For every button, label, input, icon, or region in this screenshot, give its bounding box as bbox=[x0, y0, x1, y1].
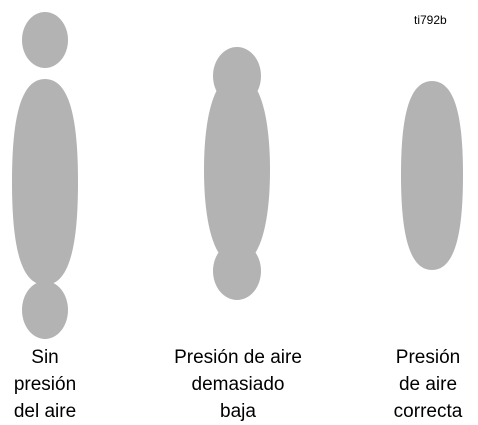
spray-pattern-pressure-too-low bbox=[204, 47, 270, 300]
caption-line: Presión de aire bbox=[174, 347, 302, 368]
pattern-bottom-lobe bbox=[213, 242, 261, 300]
caption-pressure-too-low: Presión de aire demasiado baja bbox=[145, 344, 331, 425]
caption-line: del aire bbox=[13, 401, 77, 422]
pattern-top-blob bbox=[22, 12, 68, 68]
caption-line: Sin bbox=[31, 347, 59, 368]
caption-line: de aire bbox=[398, 374, 458, 395]
caption-line: demasiado bbox=[191, 374, 285, 395]
caption-line: presión bbox=[13, 374, 77, 395]
pattern-bottom-blob bbox=[22, 281, 68, 339]
pattern-center-body bbox=[204, 75, 270, 265]
spray-pattern-pressure-correct bbox=[401, 81, 463, 270]
pattern-center-body bbox=[12, 79, 78, 285]
pattern-full-body bbox=[401, 81, 463, 270]
caption-line: baja bbox=[220, 401, 256, 422]
figure-reference-code: ti792b bbox=[414, 13, 447, 27]
spray-pattern-no-pressure bbox=[12, 12, 78, 339]
caption-no-pressure: Sin presión del aire bbox=[0, 344, 90, 425]
caption-line: Presión bbox=[395, 347, 461, 368]
caption-pressure-correct: Presión de aire correcta bbox=[378, 344, 478, 425]
caption-line: correcta bbox=[393, 401, 463, 422]
